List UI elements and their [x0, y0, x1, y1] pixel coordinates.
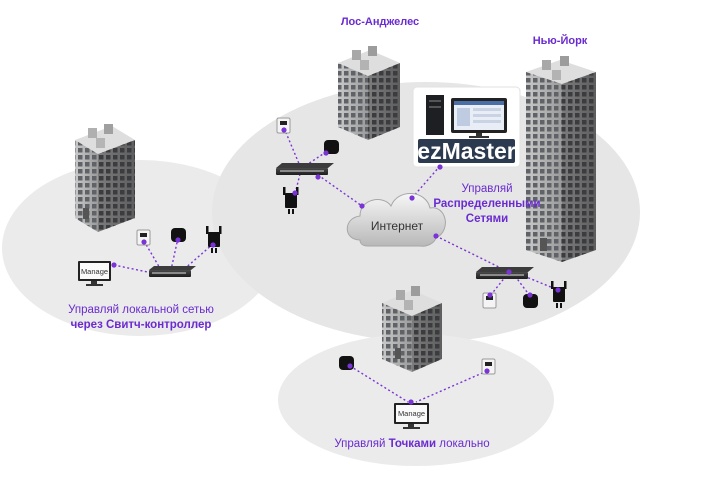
building-new-york	[526, 56, 596, 262]
caption-local-ap-prefix: Управляй	[334, 438, 388, 450]
access-point-black-icon	[324, 140, 339, 154]
ezmaster-panel: ezMaster	[412, 86, 521, 168]
access-point-white-icon	[136, 229, 151, 246]
access-point-white-icon	[276, 117, 291, 134]
city-label-los-angeles: Лос-Анджелес	[341, 16, 419, 28]
caption-local-ap: Управляй Точками локально	[334, 438, 489, 450]
access-point-black-icon	[171, 228, 186, 242]
caption-local-switch-line2: через Свитч-контроллер	[71, 319, 212, 331]
caption-local-switch-line1: Управляй локальной сетью	[68, 304, 214, 316]
caption-distributed-line2: Распределенными	[433, 198, 540, 210]
zone-local-switch	[2, 160, 278, 336]
ezmaster-logo: ezMaster	[417, 138, 515, 164]
server-tower-icon	[426, 95, 444, 135]
network-switch-new-york	[476, 267, 534, 279]
network-switch-left	[149, 266, 196, 277]
monitor-icon	[451, 98, 507, 138]
outdoor-access-point-icon	[283, 187, 299, 214]
caption-local-ap-bold: Точками	[389, 438, 436, 450]
city-label-new-york: Нью-Йорк	[533, 34, 588, 47]
building-los-angeles	[338, 46, 400, 140]
caption-distributed-line1: Управляй	[461, 183, 512, 195]
network-switch-los-angeles	[276, 163, 334, 175]
access-point-black-icon	[523, 294, 538, 308]
building-left	[75, 124, 135, 232]
caption-distributed-line3: Сетями	[466, 213, 508, 225]
link-nodes	[111, 127, 561, 405]
caption-local-ap-suffix: локально	[436, 438, 490, 450]
manage-monitor-left: Manage	[78, 261, 111, 286]
manage-label: Manage	[81, 267, 108, 276]
building-local-ap	[382, 286, 442, 372]
manage-monitor-bottom: Manage	[394, 403, 429, 429]
outdoor-access-point-icon	[206, 226, 222, 253]
manage-label: Manage	[398, 409, 425, 418]
internet-cloud: Интернет	[346, 193, 446, 247]
internet-label: Интернет	[371, 219, 424, 233]
